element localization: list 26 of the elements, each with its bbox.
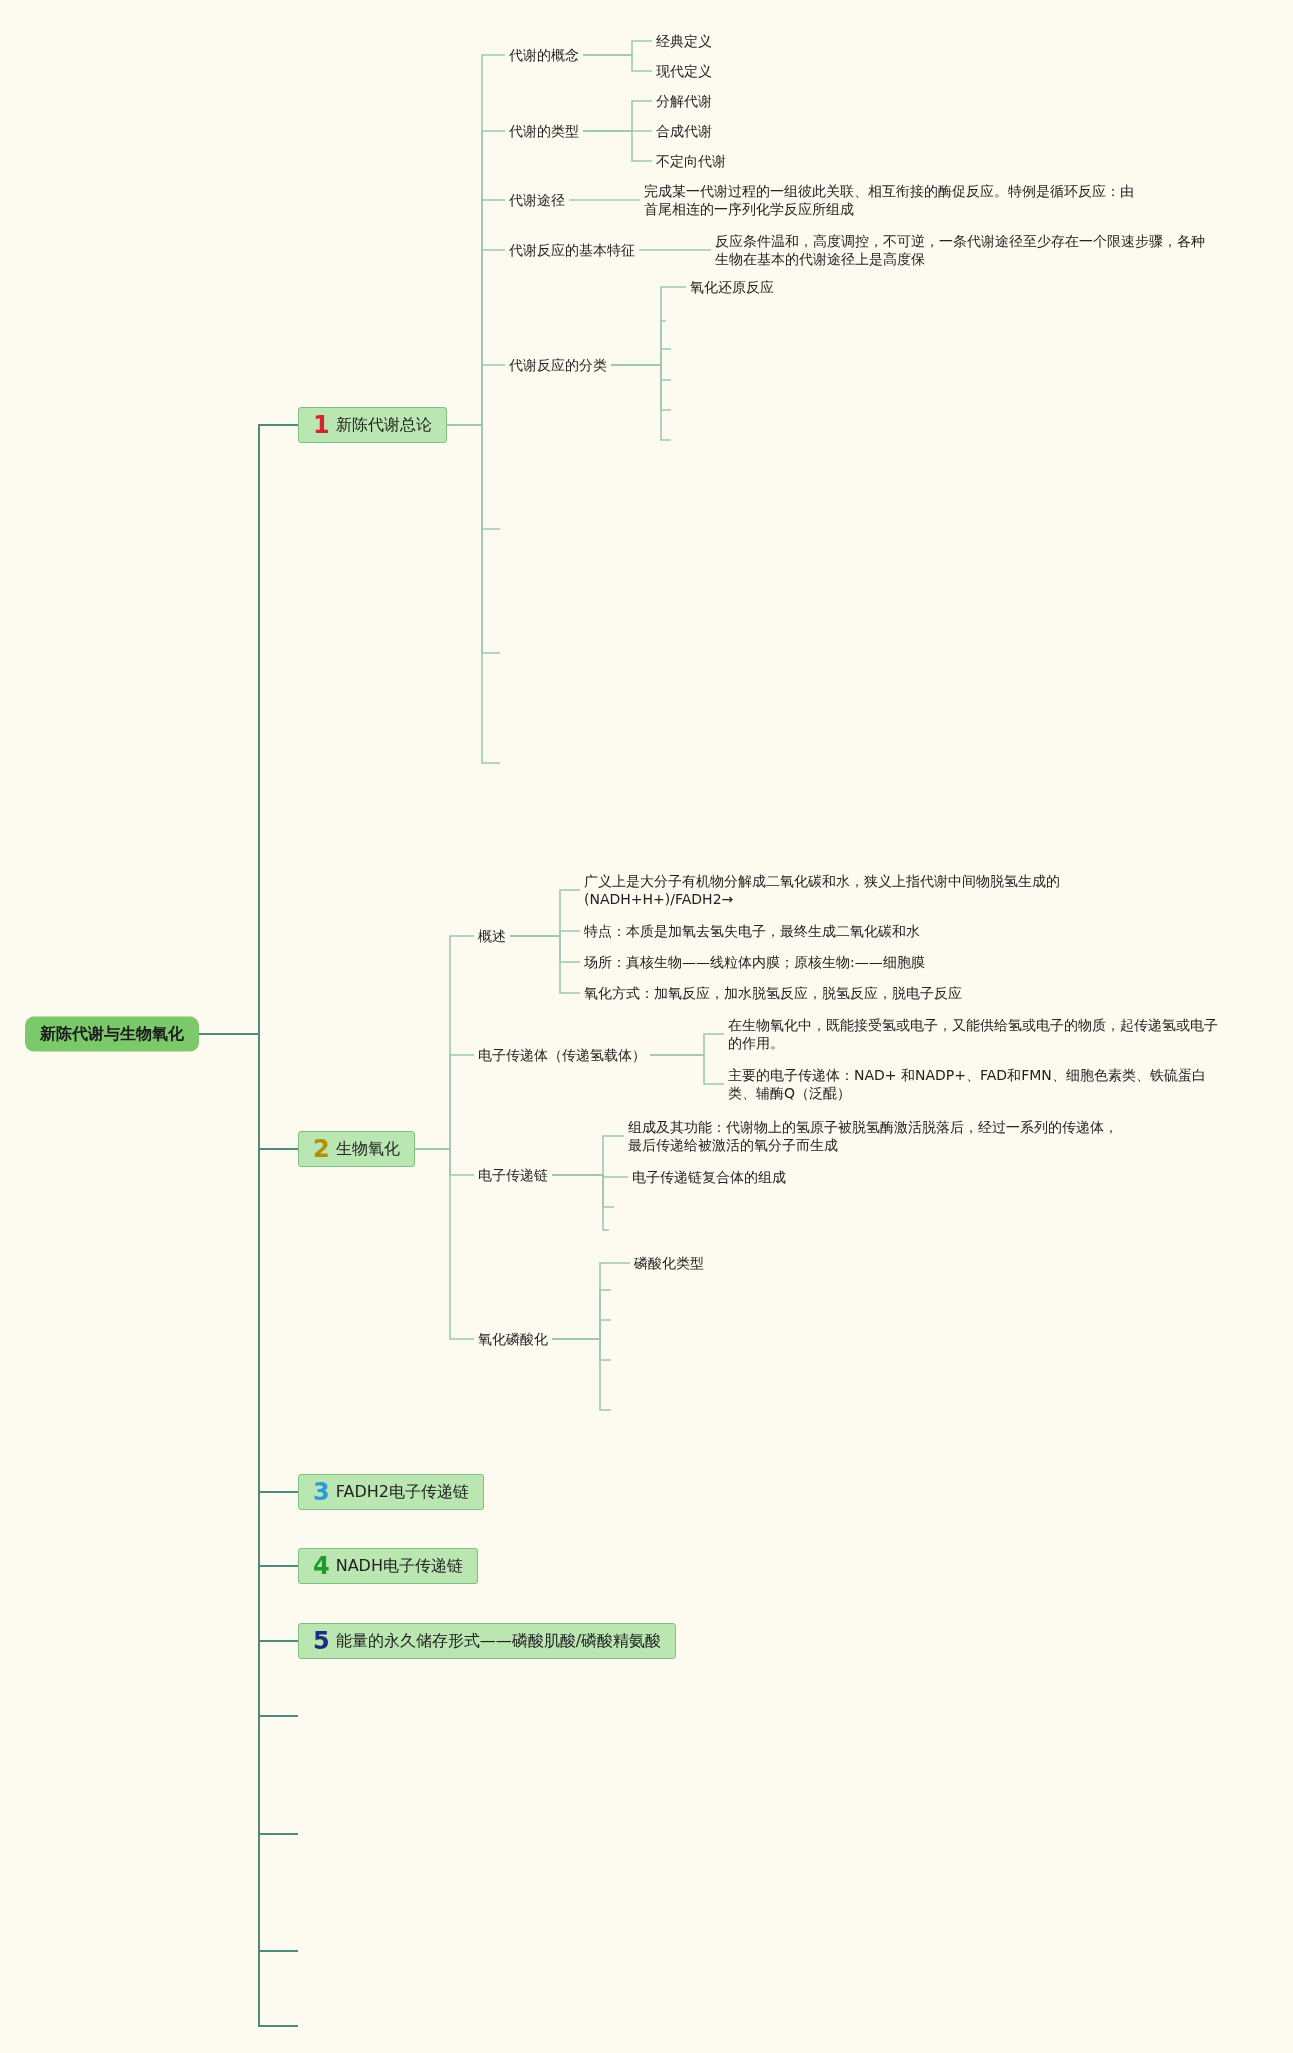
central-topic: 新陈代谢与生物氧化: [25, 1016, 199, 1052]
priority-number: 4: [313, 1554, 330, 1578]
priority-number: 1: [313, 413, 330, 437]
topic-text: NADH电子传递链: [335, 1555, 463, 1577]
topic-text: 新陈代谢总论: [335, 414, 432, 436]
priority-number: 3: [313, 1480, 330, 1504]
empty-branch-line: [551, 1338, 612, 1411]
branch-line: [649, 1054, 725, 1085]
priority-number: 2: [313, 1137, 330, 1161]
topic-box: [298, 1623, 677, 1659]
topic-text: 生物氧化: [335, 1138, 400, 1160]
topic-box: [298, 1474, 484, 1510]
priority-number: 5: [313, 1629, 330, 1653]
branch-line: [638, 249, 712, 251]
branch-line: [582, 54, 653, 72]
branch-line: [413, 1148, 475, 1340]
branch-line: [568, 199, 641, 201]
branch-line: [509, 935, 581, 994]
branch-line: [582, 130, 653, 162]
empty-branch-line: [551, 1174, 610, 1231]
topic-text: 能量的永久储存形式——磷酸肌酸/磷酸精氨酸: [335, 1630, 662, 1652]
topic-text: FADH2电子传递链: [335, 1481, 469, 1503]
empty-branch-line: [610, 364, 672, 441]
topic-box: [298, 407, 447, 443]
topic-box: [298, 1131, 415, 1167]
topic-box: [298, 1548, 478, 1584]
